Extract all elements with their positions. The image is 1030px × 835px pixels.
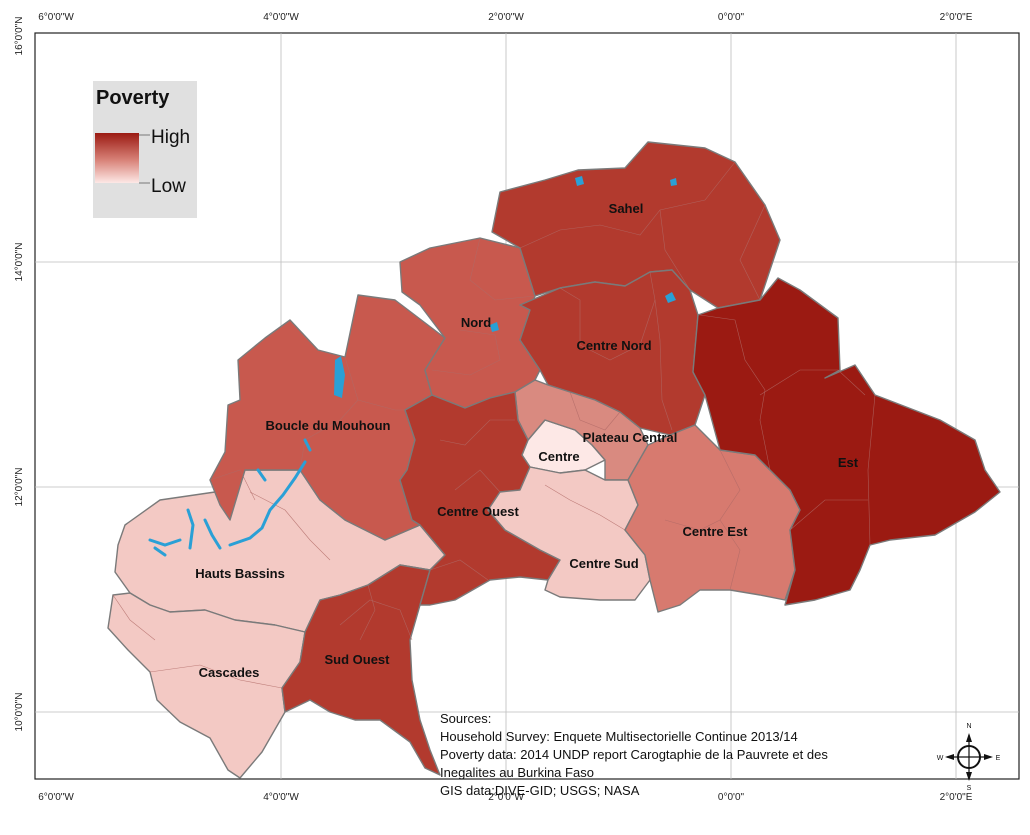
compass-icon: N S E W bbox=[937, 723, 1001, 792]
lon-label: 4°0'0"W bbox=[263, 792, 299, 803]
lon-label: 6°0'0"W bbox=[38, 12, 74, 23]
regions bbox=[107, 141, 1001, 779]
compass-w: W bbox=[937, 755, 944, 762]
sources-heading: Sources: bbox=[440, 711, 491, 726]
compass-s: S bbox=[967, 785, 972, 792]
compass-n: N bbox=[966, 723, 971, 730]
label-centre-est: Centre Est bbox=[682, 524, 748, 539]
map-frame bbox=[34, 32, 1020, 780]
label-boucle-du-mouhoun: Boucle du Mouhoun bbox=[266, 418, 391, 433]
lon-label: 2°0'0"W bbox=[488, 792, 524, 803]
province-lines bbox=[112, 161, 876, 689]
lon-label: 4°0'0"W bbox=[263, 12, 299, 23]
lon-label: 2°0'0"E bbox=[940, 792, 973, 803]
label-nord: Nord bbox=[461, 315, 491, 330]
label-plateau-central: Plateau Central bbox=[583, 430, 678, 445]
region-sud-ouest[interactable] bbox=[281, 564, 441, 776]
legend-high-label: High bbox=[151, 127, 190, 148]
sources-line: Inegalites au Burkina Faso bbox=[440, 765, 594, 780]
sources-note: Sources: Household Survey: Enquete Multi… bbox=[440, 711, 828, 798]
legend-low-label: Low bbox=[151, 176, 186, 197]
lat-label: 16°0'0"N bbox=[14, 17, 25, 56]
label-sud-ouest: Sud Ouest bbox=[324, 652, 390, 667]
lon-label: 0°0'0" bbox=[718, 792, 745, 803]
region-labels: Sahel Nord Centre Nord Boucle du Mouhoun… bbox=[195, 201, 859, 680]
lat-label: 12°0'0"N bbox=[14, 468, 25, 507]
label-centre-sud: Centre Sud bbox=[569, 556, 638, 571]
sources-line: Poverty data: 2014 UNDP report Carogtaph… bbox=[440, 747, 828, 762]
label-centre: Centre bbox=[538, 449, 579, 464]
compass-e: E bbox=[996, 755, 1001, 762]
lon-label: 6°0'0"W bbox=[38, 792, 74, 803]
sources-line: Household Survey: Enquete Multisectoriel… bbox=[440, 729, 798, 744]
lat-label: 10°0'0"N bbox=[14, 693, 25, 732]
lat-label: 14°0'0"N bbox=[14, 243, 25, 282]
legend-title: Poverty bbox=[96, 87, 170, 109]
region-est[interactable] bbox=[692, 277, 1001, 606]
label-sahel: Sahel bbox=[609, 201, 644, 216]
left-lat-labels: 16°0'0"N 14°0'0"N 12°0'0"N 10°0'0"N bbox=[14, 17, 25, 732]
lon-label: 0°0'0" bbox=[718, 12, 745, 23]
top-lon-labels: 6°0'0"W 4°0'0"W 2°0'0"W 0°0'0" 2°0'0"E bbox=[38, 12, 973, 23]
legend: Poverty High Low bbox=[93, 81, 197, 218]
legend-gradient bbox=[95, 133, 139, 183]
label-est: Est bbox=[838, 455, 859, 470]
bottom-lon-labels: 6°0'0"W 4°0'0"W 2°0'0"W 0°0'0" 2°0'0"E bbox=[38, 792, 973, 803]
lon-label: 2°0'0"E bbox=[940, 12, 973, 23]
label-cascades: Cascades bbox=[199, 665, 260, 680]
label-centre-ouest: Centre Ouest bbox=[437, 504, 519, 519]
sources-line: GIS data:DIVE-GID; USGS; NASA bbox=[440, 783, 640, 798]
label-hauts-bassins: Hauts Bassins bbox=[195, 566, 285, 581]
label-centre-nord: Centre Nord bbox=[576, 338, 651, 353]
water-bodies bbox=[148, 176, 677, 557]
lon-label: 2°0'0"W bbox=[488, 12, 524, 23]
